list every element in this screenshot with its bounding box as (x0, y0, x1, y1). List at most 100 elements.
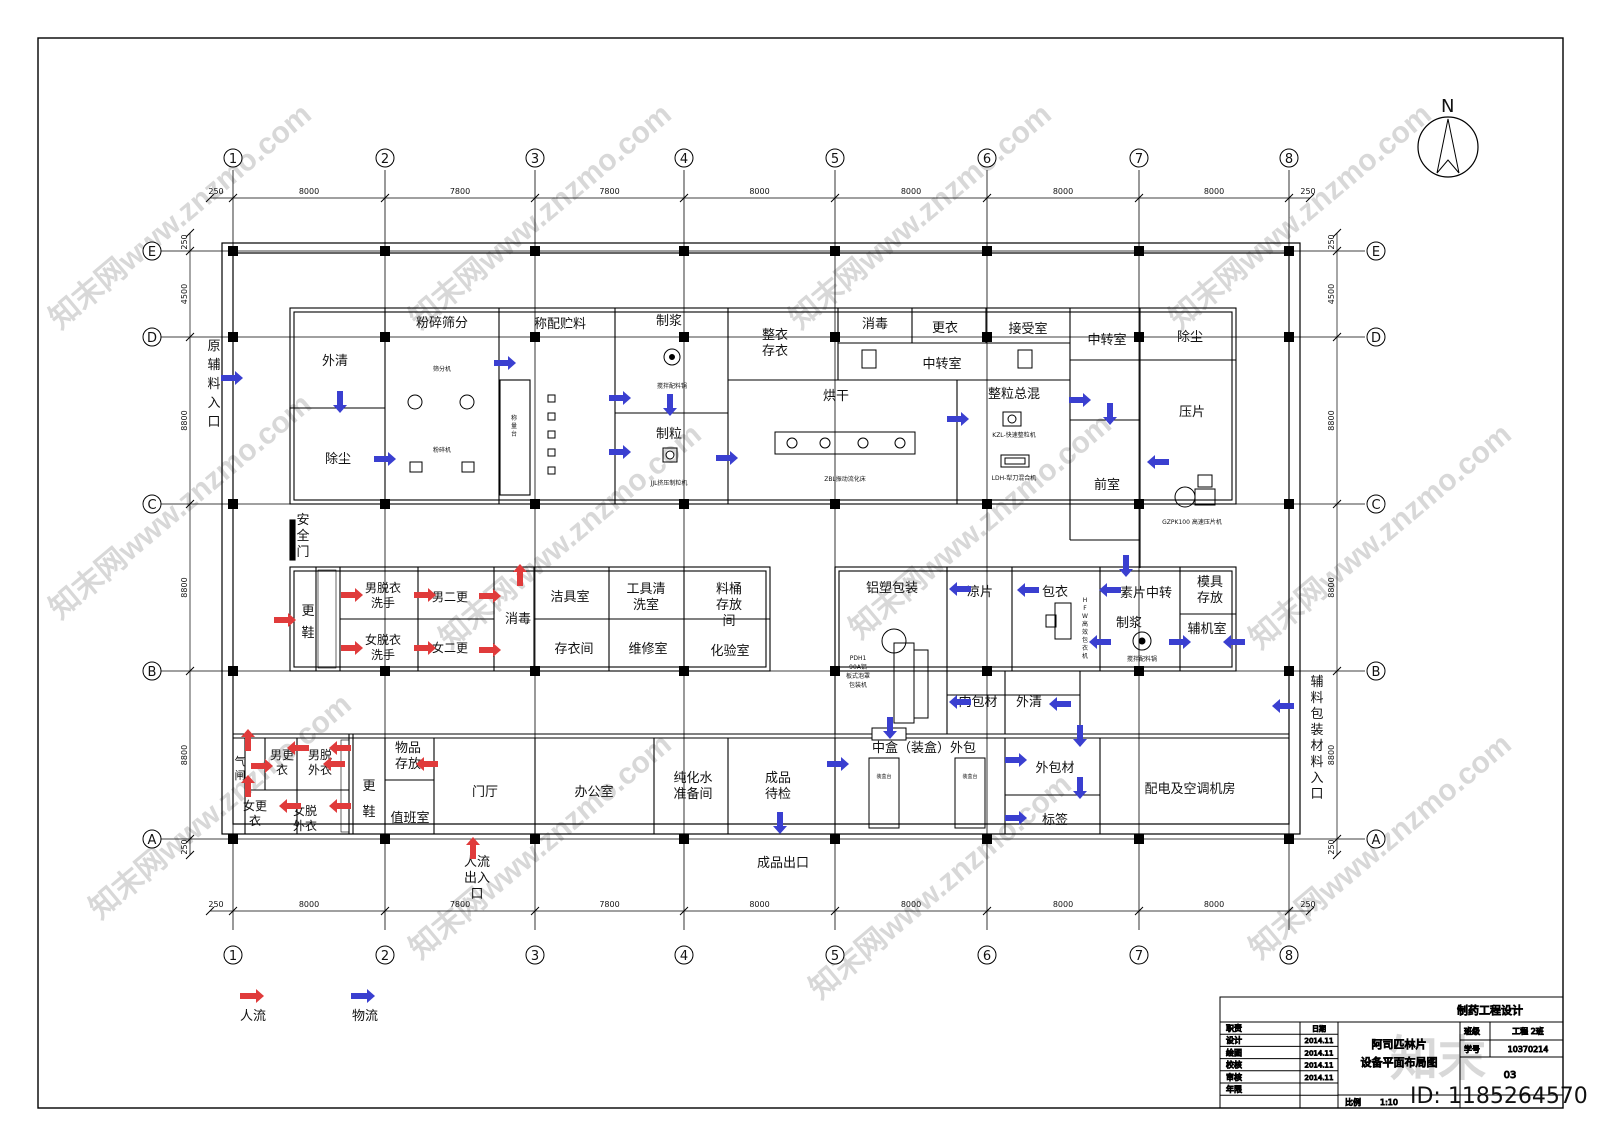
svg-text:出入: 出入 (464, 871, 490, 886)
row-bubble (142, 494, 162, 514)
watermark-text: 知末网www.znzmo.com (843, 408, 1117, 646)
svg-text:人流: 人流 (464, 855, 490, 870)
svg-text:全: 全 (296, 528, 309, 544)
svg-text:男脱: 男脱 (308, 747, 332, 762)
material-flow-arrow (716, 451, 738, 465)
dimension-label: 250 (180, 839, 189, 854)
material-flow-arrow (949, 582, 971, 596)
equip-jiaobanpei: 搅拌配料锅 (657, 382, 687, 390)
svg-text:W: W (1082, 613, 1088, 620)
title-role: 校核 (1226, 1060, 1242, 1070)
dimension-label: 8800 (1327, 745, 1336, 765)
room-zhili: 制粒 (656, 427, 682, 442)
title-scale-label: 比例 (1345, 1097, 1361, 1107)
room-zhongzhuan-2: 中转室 (1087, 332, 1126, 348)
title-role: 年限 (1226, 1084, 1242, 1094)
dimension-label: 8000 (299, 187, 319, 196)
dimension-label: 250 (180, 234, 189, 249)
title-date: 2014.11 (1305, 1074, 1334, 1082)
flow-legend: 人流 物流 (240, 989, 378, 1024)
svg-text:90A铝: 90A铝 (849, 663, 867, 671)
svg-text:料: 料 (1310, 691, 1323, 706)
legend-people-label: 人流 (240, 1009, 266, 1024)
watermark-id: ID: 1185264570 (1410, 1084, 1588, 1109)
people-flow-arrow (414, 588, 436, 602)
material-flow-arrow (947, 412, 969, 426)
title-student-label: 学号 (1464, 1044, 1480, 1054)
svg-text:衣: 衣 (249, 813, 261, 828)
title-role: 职责 (1226, 1023, 1242, 1033)
column-bubble (375, 945, 395, 965)
material-flow-arrow (1169, 635, 1191, 649)
column-label: 4 (680, 152, 688, 167)
svg-text:料桶: 料桶 (716, 582, 742, 597)
watermark-text: 知末网www.znzmo.com (783, 98, 1057, 336)
svg-text:辅: 辅 (207, 358, 220, 373)
material-flow-arrow (883, 717, 897, 739)
svg-text:待检: 待检 (765, 787, 791, 802)
column-label: 2 (381, 152, 389, 167)
material-flow-arrow (494, 356, 516, 370)
structural-column (1284, 834, 1294, 844)
svg-text:外衣: 外衣 (293, 818, 317, 833)
material-flow-arrow (1005, 811, 1027, 825)
title-role: 审核 (1226, 1072, 1242, 1082)
svg-text:物品: 物品 (395, 741, 421, 756)
legend-material-label: 物流 (352, 1009, 378, 1024)
room-baoyi: 包衣 (1042, 584, 1068, 600)
drawing-title-line2: 设备平面布局图 (1361, 1055, 1438, 1069)
material-flow-arrow (827, 757, 849, 771)
room-xiaodu: 消毒 (862, 317, 888, 332)
dimension-label: 8000 (299, 900, 319, 909)
column-label: 5 (831, 949, 839, 964)
people-flow-arrow (414, 641, 436, 655)
material-flow-arrow (1272, 699, 1294, 713)
title-date: 2014.11 (1305, 1037, 1334, 1045)
structural-column (982, 332, 992, 342)
svg-text:女更: 女更 (243, 798, 267, 813)
dimension-label: 8000 (1053, 900, 1073, 909)
svg-text:机: 机 (1082, 652, 1088, 660)
title-role: 绘图 (1226, 1047, 1242, 1057)
material-flow-arrow (1069, 393, 1091, 407)
material-flow-arrow (1017, 583, 1039, 597)
svg-text:口: 口 (207, 415, 220, 430)
structural-column (1134, 246, 1144, 256)
structural-column (530, 332, 540, 342)
column-label: 7 (1135, 949, 1143, 964)
svg-text:女脱衣: 女脱衣 (365, 632, 401, 647)
equip-zhuanghetai-2: 装盒台 (962, 773, 977, 780)
dimension-label: 8000 (901, 900, 921, 909)
room-weixiu: 维修室 (628, 641, 667, 657)
dimension-label: 7800 (599, 900, 619, 909)
svg-text:成品: 成品 (765, 771, 791, 786)
column-label: 3 (531, 152, 539, 167)
people-flow-arrow (341, 588, 363, 602)
svg-text:称: 称 (511, 414, 517, 422)
watermark-text: 知末网www.znzmo.com (403, 98, 677, 336)
interior-walls (233, 307, 1289, 834)
structural-column (530, 834, 540, 844)
row-label: C (1371, 498, 1380, 513)
column-bubble (674, 148, 694, 168)
people-flow-arrow (251, 759, 273, 773)
column-bubble (525, 945, 545, 965)
watermark-brand: 知末 (1390, 1033, 1486, 1086)
watermark-text: 知末网www.znzmo.com (1243, 418, 1517, 656)
material-flow-arrow (1223, 635, 1245, 649)
material-flow-arrow (609, 391, 631, 405)
material-flow-arrow (374, 452, 396, 466)
people-flow-arrow (329, 799, 351, 813)
svg-text:包: 包 (1082, 636, 1088, 644)
row-bubble (1366, 829, 1386, 849)
room-chengpei: 称配贮料 (534, 317, 586, 332)
svg-text:更: 更 (362, 779, 375, 794)
svg-text:间: 间 (722, 614, 735, 629)
svg-text:纯化水: 纯化水 (673, 771, 712, 786)
entrance-chengpin: 成品出口 (757, 856, 809, 871)
room-fujishi: 辅机室 (1187, 621, 1226, 637)
